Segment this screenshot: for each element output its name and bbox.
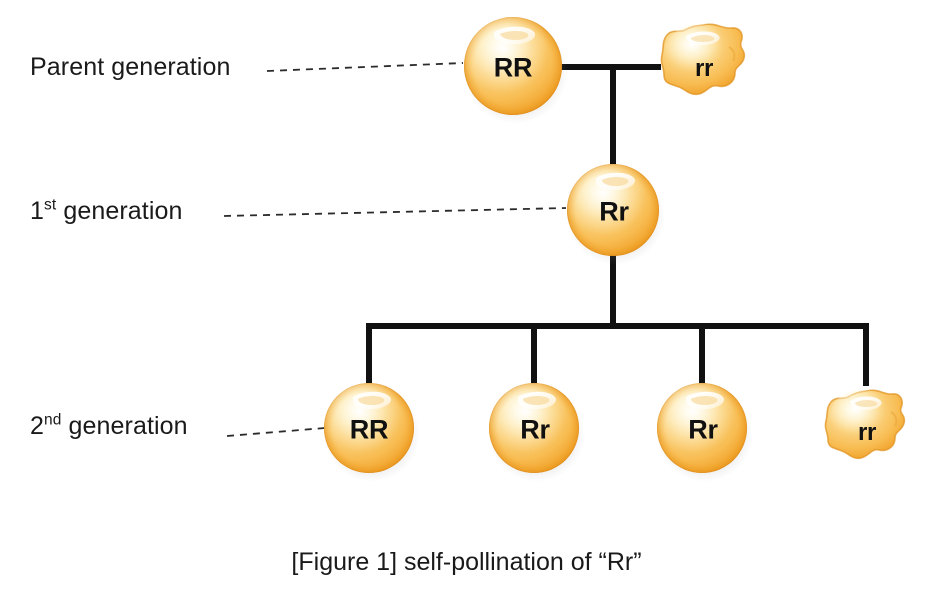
label-parent-text: Parent generation xyxy=(30,53,231,81)
label-second-generation: 2nd generation xyxy=(30,412,188,441)
leader-lines xyxy=(223,62,567,437)
seed-wrinkle-crease xyxy=(890,411,898,427)
label-parent-generation: Parent generation xyxy=(30,53,230,82)
organism-parent-rr[interactable] xyxy=(660,23,746,96)
label-first-number: 1 xyxy=(30,197,45,225)
seed-gloss-crescent-inner xyxy=(855,400,878,407)
organism-f1-Rr[interactable] xyxy=(567,164,665,265)
seed-gloss-crescent-inner xyxy=(358,396,385,405)
seed-inner-glow xyxy=(324,383,414,473)
seed-wrinkled-rim xyxy=(660,23,746,96)
label-second-ordinal-suffix: nd xyxy=(44,411,62,429)
organism-f2-rr[interactable] xyxy=(824,389,906,460)
organism-f2-Rr-1[interactable] xyxy=(489,383,585,482)
seed-inner-glow xyxy=(464,17,562,115)
connector-lines xyxy=(366,64,869,386)
label-second-number: 2 xyxy=(30,412,45,440)
seed-gloss-crescent-inner xyxy=(523,396,550,405)
label-first-generation: 1st generation xyxy=(30,197,182,226)
seed-inner-glow xyxy=(489,383,579,473)
label-second-text: generation xyxy=(61,412,188,440)
seed-gloss-crescent-inner xyxy=(500,31,529,40)
leader-line-second xyxy=(226,427,326,437)
seed-inner-glow xyxy=(567,164,659,256)
organism-f2-RR[interactable] xyxy=(324,383,420,482)
label-first-text: generation xyxy=(56,197,183,225)
leader-line-parent xyxy=(266,62,464,72)
label-first-ordinal-suffix: st xyxy=(44,196,57,214)
organism-f2-Rr-2[interactable] xyxy=(657,383,753,482)
seed-wrinkled-rim xyxy=(824,389,906,460)
figure-caption: [Figure 1] self-pollination of “Rr” xyxy=(291,548,642,576)
seed-gloss-crescent-inner xyxy=(691,396,718,405)
seed-inner-glow xyxy=(657,383,747,473)
seed-gloss-crescent-inner xyxy=(691,35,715,42)
leader-line-first xyxy=(223,207,567,217)
seed-wrinkle-crease xyxy=(728,46,736,62)
organism-parent-RR[interactable] xyxy=(464,17,568,124)
seed-gloss-crescent-inner xyxy=(602,177,629,186)
